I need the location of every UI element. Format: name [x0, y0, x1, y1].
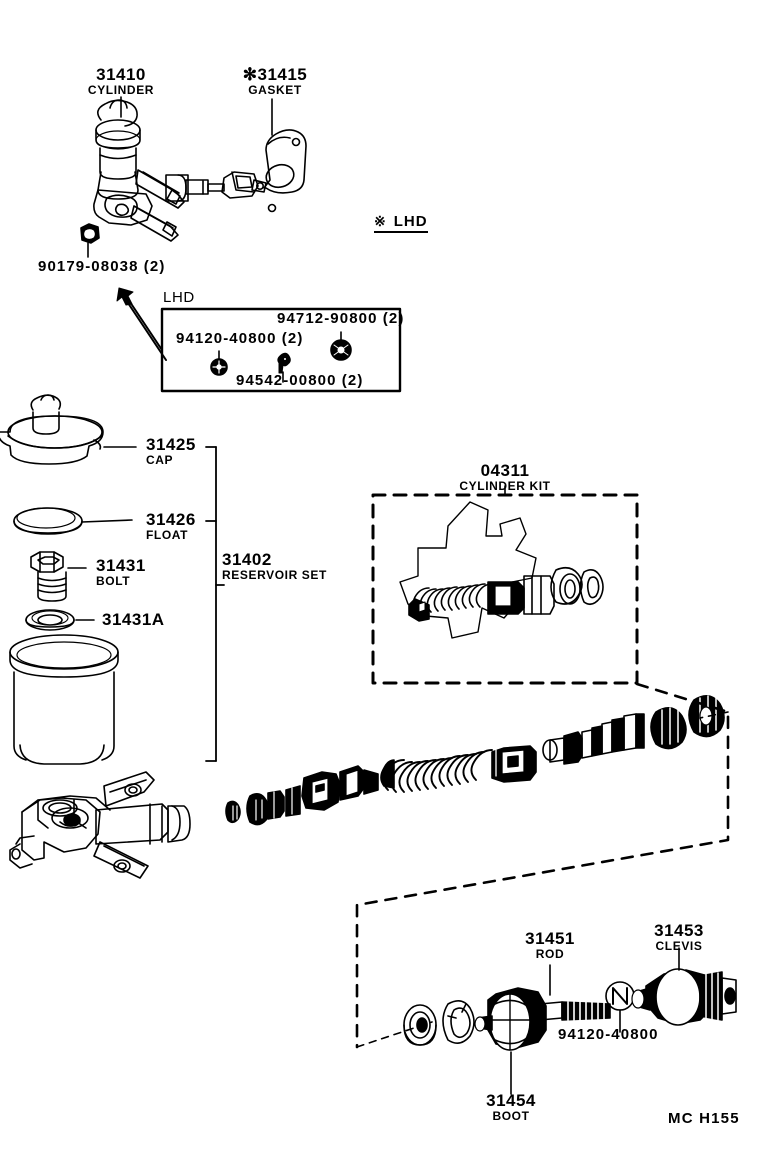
callout-31426-number: 31426 — [146, 510, 196, 529]
callout-31402-number: 31402 — [222, 550, 272, 569]
callout-04311: 04311 CYLINDER KIT — [453, 462, 557, 492]
callout-31454: 31454 BOOT — [475, 1092, 547, 1122]
callout-31431-number: 31431 — [96, 556, 146, 575]
callout-31451: 31451 ROD — [514, 930, 586, 960]
lhd-note: ※ LHD — [374, 213, 428, 233]
callout-04311-number: 04311 — [480, 461, 530, 480]
float-31426-art — [13, 507, 83, 535]
callout-31426-name: FLOAT — [146, 527, 189, 542]
callout-31402: 31402 RESERVOIR SET — [222, 551, 327, 581]
callout-31425: 31425 CAP — [146, 436, 196, 466]
callout-31454-name: BOOT — [492, 1108, 530, 1123]
lower-dashed-region — [355, 682, 730, 1049]
cap-31425-art — [0, 394, 104, 465]
callout-31431A-number: 31431A — [102, 610, 165, 629]
lhd-inset-parts — [210, 331, 352, 383]
callout-31410-name: CYLINDER — [87, 82, 155, 97]
hardware-94542: 94542-00800 (2) — [236, 372, 364, 389]
callout-31431: 31431 BOLT — [96, 557, 146, 587]
callout-31425-number: 31425 — [146, 435, 196, 454]
callout-31431-name: BOLT — [96, 573, 131, 588]
callout-31415: ✻31415 GASKET — [228, 66, 322, 96]
bolt-31431-art — [30, 551, 67, 602]
sheet-code: MC H155 — [668, 1110, 740, 1127]
reservoir-set-bracket — [205, 446, 225, 762]
lhd-inset-label: LHD — [163, 289, 195, 306]
nut-90179-art — [80, 223, 100, 244]
callout-31453-number: 31453 — [654, 921, 704, 940]
callout-31451-name: ROD — [535, 946, 565, 961]
lhd-note-text: LHD — [393, 213, 428, 230]
callout-31453-name: CLEVIS — [655, 938, 703, 953]
washer-31431A-art — [25, 609, 75, 631]
callout-31454-number: 31454 — [486, 1091, 536, 1110]
callout-31415-number: ✻31415 — [242, 65, 308, 84]
callout-31453: 31453 CLEVIS — [643, 922, 715, 952]
reference-star-icon: ※ — [374, 213, 387, 229]
cylinder-kit-contents — [399, 501, 604, 639]
cylinder-assembly-art — [93, 99, 307, 242]
callout-31410-number: 31410 — [96, 65, 146, 84]
reservoir-tank-art — [9, 634, 119, 765]
hardware-90179: 90179-08038 (2) — [38, 258, 166, 275]
hardware-94120-bottom: 94120-40800 — [558, 1026, 659, 1043]
callout-31425-name: CAP — [146, 452, 174, 467]
callout-31410: 31410 CYLINDER — [85, 66, 157, 96]
lower-components-art — [403, 968, 737, 1051]
hardware-94120-top: 94120-40800 (2) — [176, 330, 304, 347]
callout-31415-name: GASKET — [248, 82, 302, 97]
lhd-inset-arrow — [116, 287, 167, 361]
hardware-94712: 94712-90800 (2) — [277, 310, 405, 327]
callout-31431A: 31431A — [102, 611, 165, 629]
master-cylinder-body-art — [9, 771, 191, 879]
asterisk-icon: ✻ — [242, 65, 258, 84]
callout-31451-number: 31451 — [525, 929, 575, 948]
exploded-internals-art — [225, 695, 725, 826]
callout-31402-name: RESERVOIR SET — [222, 567, 327, 582]
leader-31426 — [81, 519, 133, 523]
callout-04311-name: CYLINDER KIT — [459, 478, 551, 493]
callout-31426: 31426 FLOAT — [146, 511, 196, 541]
